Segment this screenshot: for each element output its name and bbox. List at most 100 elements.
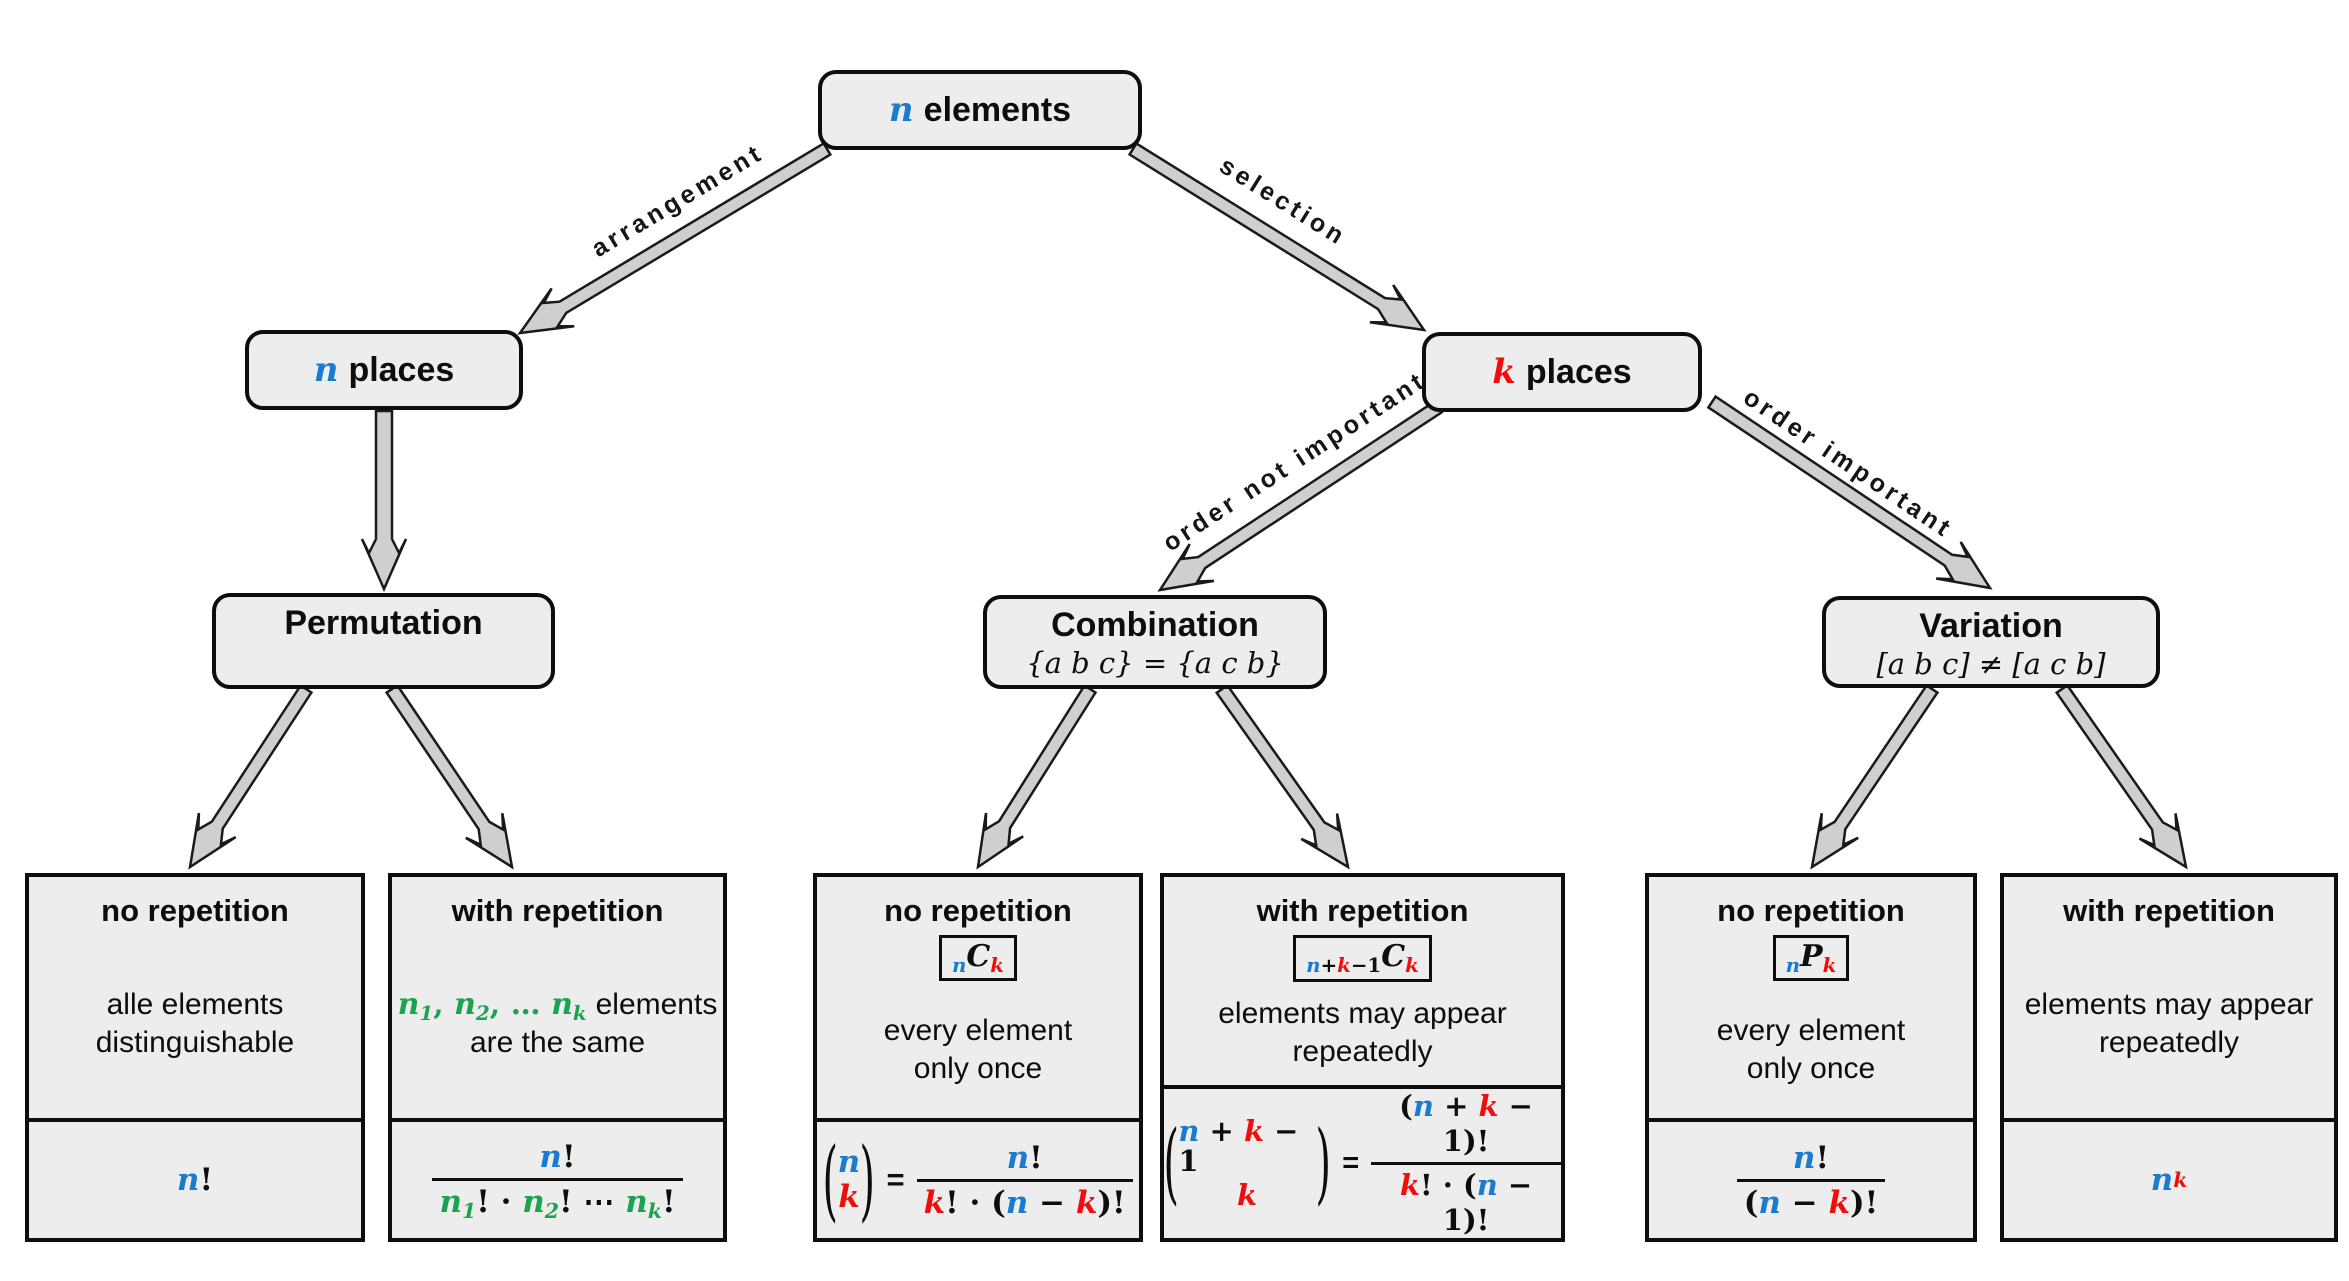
factorial-sign: ! [1815, 1139, 1830, 1176]
description-line: elements may appear [1218, 997, 1507, 1031]
letter-C: C [1381, 939, 1406, 974]
var-n2: n [522, 1183, 545, 1220]
var-n: n [1758, 1184, 1781, 1221]
sub-2: 2 [475, 1000, 490, 1025]
var-n: n [1412, 1089, 1434, 1123]
paren-factorial: )! [1462, 1124, 1490, 1158]
sub-2: 2 [544, 1198, 560, 1223]
var-k: k [1337, 952, 1351, 977]
notation-badge-nCk: nCk [939, 935, 1017, 981]
var-n1: n [439, 1183, 462, 1220]
case-header: with repetition [451, 893, 664, 928]
description-text: elements [595, 987, 718, 1021]
minus-one: − 1 [1442, 1089, 1533, 1158]
fraction: n! k! · (n − k)! [916, 1139, 1133, 1221]
plus-sign: + [1320, 952, 1338, 977]
case-description: elements may appear repeatedly [1218, 982, 1507, 1085]
sub-k: k [572, 1000, 587, 1025]
factorial-sign: ! [199, 1162, 214, 1198]
numerator: n! [432, 1139, 683, 1181]
var-n: n [1785, 952, 1801, 977]
minus-one: − 1 [1442, 1168, 1533, 1237]
plus-sign: + [1433, 1089, 1479, 1123]
description-line: only once [1746, 1051, 1876, 1085]
factorial-sign: ! [661, 1183, 676, 1220]
paren-right: ) [859, 1127, 876, 1231]
paren-left: ( [822, 1127, 839, 1231]
var-k: k [2173, 1167, 2188, 1192]
var-n2: n [454, 986, 476, 1022]
paren-left: ( [1163, 1111, 1179, 1215]
numerator: (n + k − 1)! [1371, 1089, 1561, 1165]
category-subtitle: [a b c] ≠ [a c b] [1876, 647, 2106, 681]
var-n: n [176, 1162, 200, 1198]
notation-badge-nPk: nPk [1772, 935, 1850, 981]
operator: ! · [476, 1183, 523, 1220]
description-line: are the same [469, 1025, 646, 1059]
description-line: every element [883, 1013, 1073, 1047]
var-k: k [1822, 952, 1837, 977]
case-permutation-no-repetition: no repetition alle elements distinguisha… [25, 873, 365, 1242]
description-line: repeatedly [1292, 1035, 1433, 1069]
factorial-sign: ! [1029, 1139, 1043, 1176]
var-n: n [313, 350, 339, 390]
var-n: n [1006, 1139, 1030, 1176]
node-permutation: Permutation [212, 593, 555, 689]
case-description: every element only once [1717, 981, 1905, 1118]
paren-left: ( [1743, 1184, 1759, 1221]
plus-sign: + [1199, 1114, 1244, 1148]
var-nk: n [551, 986, 573, 1022]
var-k: k [1399, 1168, 1420, 1202]
formula-area: n! n1! · n2! ⋯ nk! [392, 1118, 723, 1238]
description-line: alle elements [106, 987, 284, 1021]
var-k: k [1828, 1184, 1850, 1221]
numerator: n! [916, 1139, 1133, 1182]
sub-1: 1 [462, 1198, 477, 1223]
var-k: k [838, 1179, 860, 1215]
description-line: every element [1716, 1013, 1906, 1047]
case-variation-no-repetition: no repetition nPk every element only onc… [1645, 873, 1977, 1242]
operator: ! · ( [945, 1184, 1006, 1221]
minus-one: − 1 [1178, 1114, 1299, 1178]
category-title: Permutation [284, 604, 483, 642]
numerator: n! [1736, 1139, 1886, 1182]
subscript-group: n+k−1 [1306, 955, 1381, 977]
fraction: (n + k − 1)! k! · (n − 1)! [1371, 1089, 1561, 1238]
var-k: k [923, 1184, 946, 1221]
description-line: elements may appear [2024, 987, 2314, 1021]
sub-k: k [647, 1198, 662, 1223]
description-line: repeatedly [2098, 1025, 2240, 1059]
ellipsis: , … [489, 986, 552, 1022]
letter-P: P [1800, 939, 1823, 974]
paren-left: ( [1399, 1089, 1413, 1123]
paren-factorial: )! [1462, 1203, 1490, 1237]
var-n: n [837, 1144, 861, 1180]
case-header: with repetition [2063, 893, 2275, 928]
formula-area: n! (n − k)! [1649, 1118, 1973, 1238]
var-k: k [1237, 1178, 1258, 1212]
var-n: n [888, 90, 914, 130]
equals-sign: = [1342, 1147, 1360, 1179]
node-label: elements [923, 90, 1072, 129]
minus-sign: − [1028, 1184, 1076, 1221]
var-n: n [2150, 1162, 2174, 1198]
letter-C: C [966, 939, 991, 974]
var-n: n [1005, 1184, 1029, 1221]
var-k: k [1243, 1114, 1265, 1148]
var-k: k [1478, 1089, 1499, 1123]
denominator: k! · (n − 1)! [1371, 1165, 1561, 1238]
var-nk: n [625, 1183, 648, 1220]
